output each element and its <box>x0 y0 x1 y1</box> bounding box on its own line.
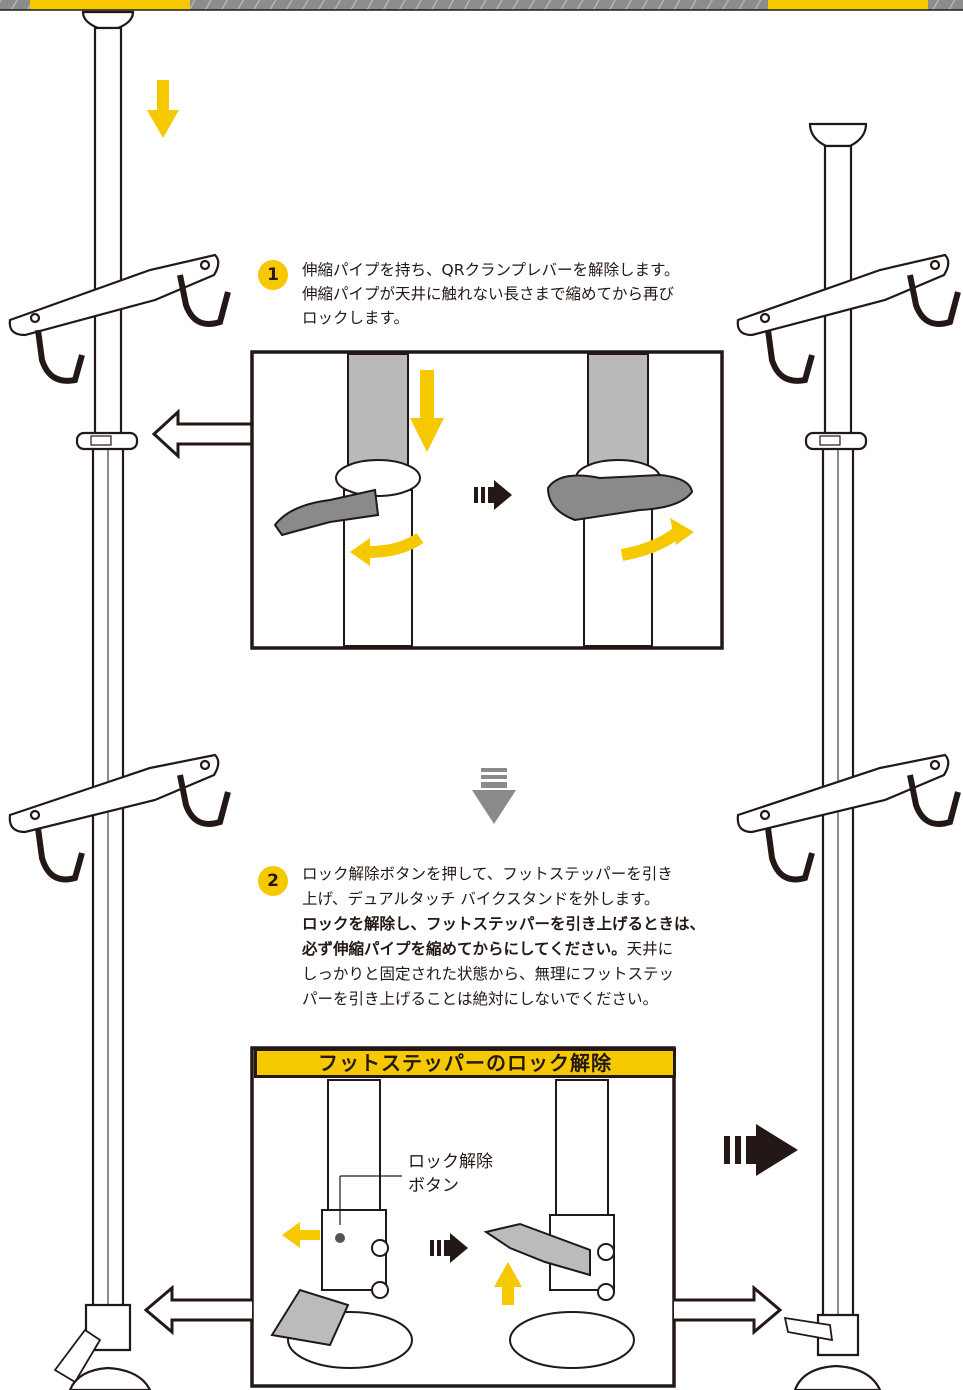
callout-line1: ロック解除 <box>408 1152 493 1172</box>
step2-detail-box <box>250 1046 676 1388</box>
callout-line2: ボタン <box>408 1176 459 1196</box>
step2-warning-2: 必ず伸縮パイプを縮めてからにしてください。 <box>302 940 627 958</box>
step2-line1: ロック解除ボタンを押して、フットステッパーを引き <box>302 865 673 883</box>
step1-text: 伸縮パイプを持ち、QRクランプレバーを解除します。 伸縮パイプが天井に触れない長… <box>302 258 732 330</box>
lock-release-button-callout: ロック解除 ボタン <box>408 1150 493 1198</box>
step1-detail-box <box>250 350 724 650</box>
outline-right-arrow-icon <box>674 1284 783 1336</box>
left-stand <box>8 10 231 1390</box>
step1-line3: ロックします。 <box>302 309 409 327</box>
footstepper-unlock-banner: フットステッパーのロック解除 <box>254 1048 676 1078</box>
step-transition-arrow-icon <box>472 768 516 824</box>
step2-warning-1: ロックを解除し、フットステッパーを引き上げるときは、 <box>302 915 706 933</box>
step1-line2: 伸縮パイプが天井に触れない長さまで縮めてから再び <box>302 285 675 303</box>
outline-left-arrow-icon <box>143 1284 252 1336</box>
next-step-arrow-icon <box>430 1233 468 1263</box>
outline-left-arrow-icon <box>151 408 252 460</box>
next-step-arrow-icon <box>474 480 512 510</box>
step2-line4-tail: 天井に <box>626 940 674 958</box>
step2-number: 2 <box>258 866 288 896</box>
up-arrow-icon <box>494 1262 522 1305</box>
ceiling-band <box>0 0 963 11</box>
step2-line5: しっかりと固定された状態から、無理にフットステッ <box>302 965 675 983</box>
step1-number: 1 <box>258 260 288 290</box>
step1-line1: 伸縮パイプを持ち、QRクランプレバーを解除します。 <box>302 261 680 279</box>
right-stand <box>736 122 961 1390</box>
step2-line2: 上げ、デュアルタッチ バイクスタンドを外します。 <box>302 890 660 908</box>
next-step-arrow-icon <box>724 1124 798 1176</box>
step2-text: ロック解除ボタンを押して、フットステッパーを引き 上げ、デュアルタッチ バイクス… <box>302 862 732 1012</box>
down-arrow-icon <box>147 80 179 138</box>
step2-line6: パーを引き上げることは絶対にしないでください。 <box>302 990 659 1008</box>
